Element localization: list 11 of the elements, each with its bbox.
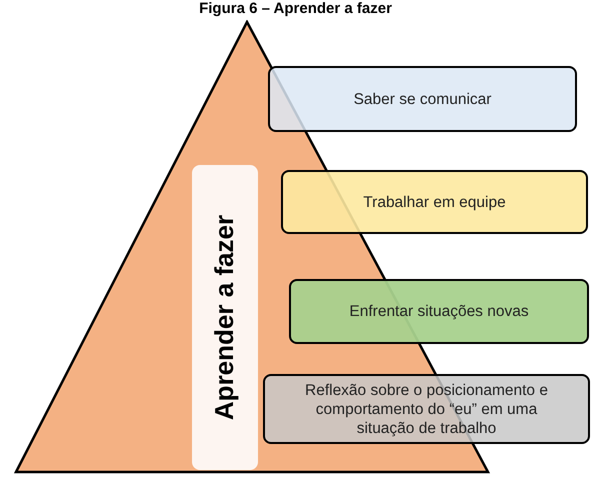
- topic-box: [268, 66, 577, 132]
- box-text: Trabalhar em equipe: [363, 192, 506, 212]
- vertical-label-box: [192, 165, 258, 470]
- topic-box: [289, 279, 589, 344]
- topic-box: [263, 374, 590, 444]
- box-text: Enfrentar situações novas: [349, 302, 529, 321]
- vertical-heading: Aprender a fazer: [208, 214, 240, 420]
- topic-box: [281, 170, 588, 234]
- box-text: Saber se comunicar: [354, 90, 492, 108]
- figure-title: Figura 6 – Aprender a fazer: [198, 0, 393, 18]
- box-text: Reflexão sobre o posicionamento e comportamento do “eu” em uma situação de trabalho: [304, 380, 549, 438]
